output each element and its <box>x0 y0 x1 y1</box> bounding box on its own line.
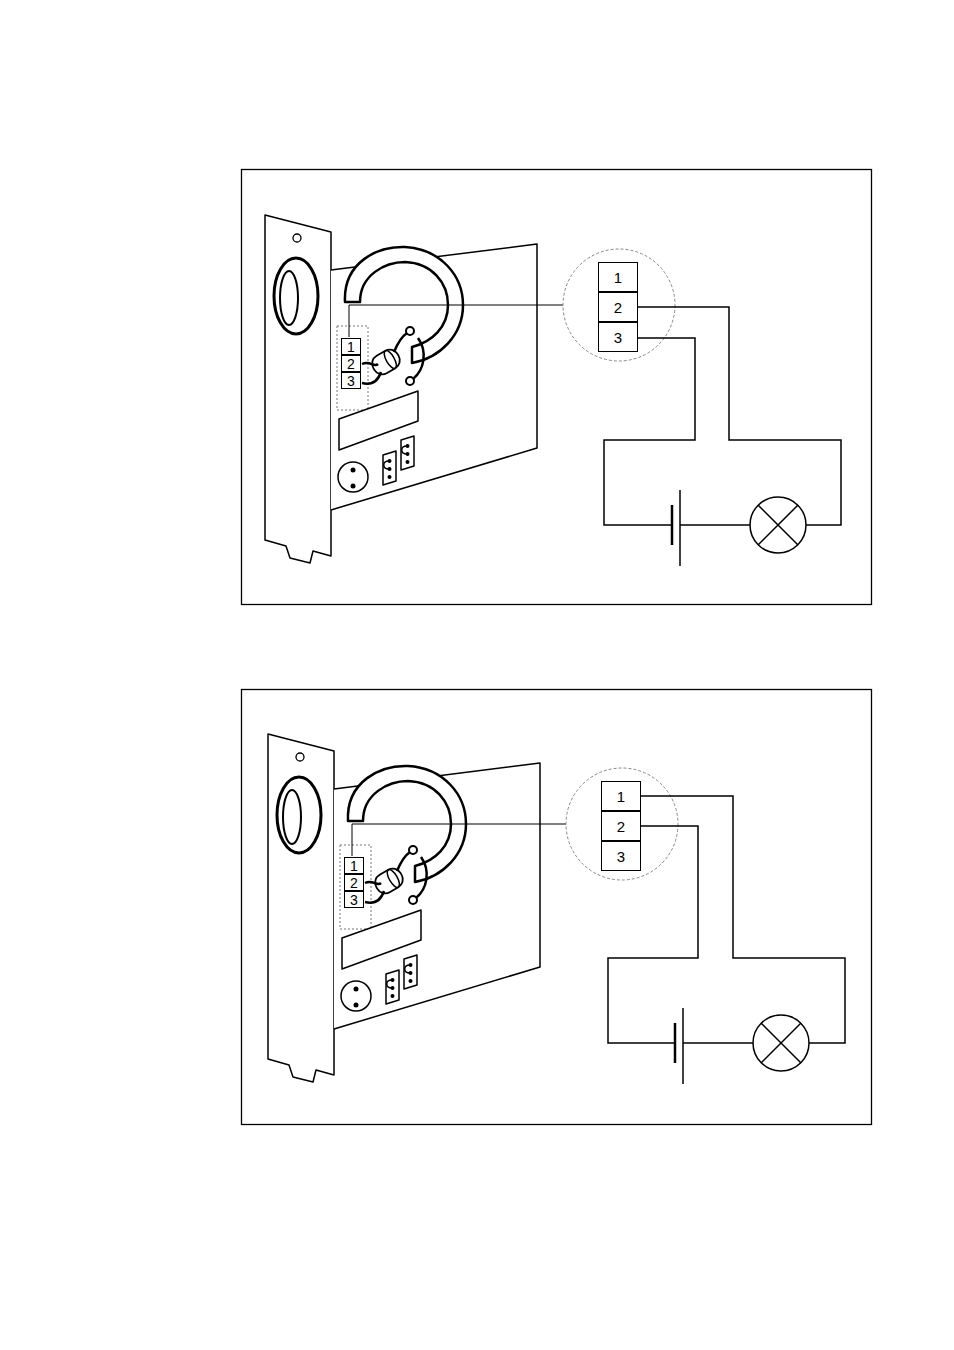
magnifier-circle <box>563 249 675 361</box>
terminal-number: 1 <box>350 859 358 873</box>
terminal-number: 2 <box>614 300 622 315</box>
battery-short-plate <box>674 1023 677 1063</box>
terminal-box: 1 <box>344 857 364 874</box>
lamp-cross <box>758 505 798 545</box>
terminal-number: 1 <box>617 789 625 804</box>
terminal-box: 2 <box>341 355 361 372</box>
terminal-number: 2 <box>617 819 625 834</box>
magnifier-circle <box>566 768 678 880</box>
battery-long-plate <box>679 490 681 566</box>
card-illustration <box>265 215 537 563</box>
terminal-number: 3 <box>347 374 355 388</box>
terminal-number: 3 <box>614 330 622 345</box>
terminal-box: 3 <box>344 891 364 908</box>
panel-frame <box>242 170 872 605</box>
magnified-terminal-box: 3 <box>598 322 638 352</box>
circuit-wire <box>604 338 695 525</box>
panel-one-wiring <box>349 249 841 566</box>
magnified-terminal-box: 1 <box>601 781 641 811</box>
terminal-box: 3 <box>341 372 361 389</box>
magnified-terminal-box: 2 <box>601 811 641 841</box>
terminal-number: 2 <box>350 876 358 890</box>
battery-short-plate <box>671 505 674 545</box>
panel-two-wiring <box>352 768 845 1084</box>
magnified-terminal-box: 2 <box>598 292 638 322</box>
circuit-wire <box>608 826 698 1043</box>
battery-long-plate <box>682 1008 684 1084</box>
terminal-number: 2 <box>347 357 355 371</box>
terminal-box: 2 <box>344 874 364 891</box>
lamp-symbol <box>750 497 806 553</box>
magnified-terminal-box: 3 <box>601 841 641 871</box>
terminal-box: 1 <box>341 338 361 355</box>
circuit-wire <box>680 524 750 526</box>
panel-frame <box>242 690 872 1125</box>
circuit-wire <box>641 796 845 1043</box>
card-illustration <box>268 734 540 1082</box>
terminal-number: 3 <box>350 893 358 907</box>
magnified-terminal-box: 1 <box>598 262 638 292</box>
terminal-number: 1 <box>347 340 355 354</box>
circuit-wire <box>683 1042 753 1044</box>
terminal-number: 1 <box>614 270 622 285</box>
leader-line <box>349 305 563 337</box>
lamp-cross <box>761 1023 801 1063</box>
lamp-symbol <box>753 1015 809 1071</box>
circuit-wire <box>638 307 841 525</box>
leader-line <box>352 824 566 856</box>
terminal-number: 3 <box>617 849 625 864</box>
